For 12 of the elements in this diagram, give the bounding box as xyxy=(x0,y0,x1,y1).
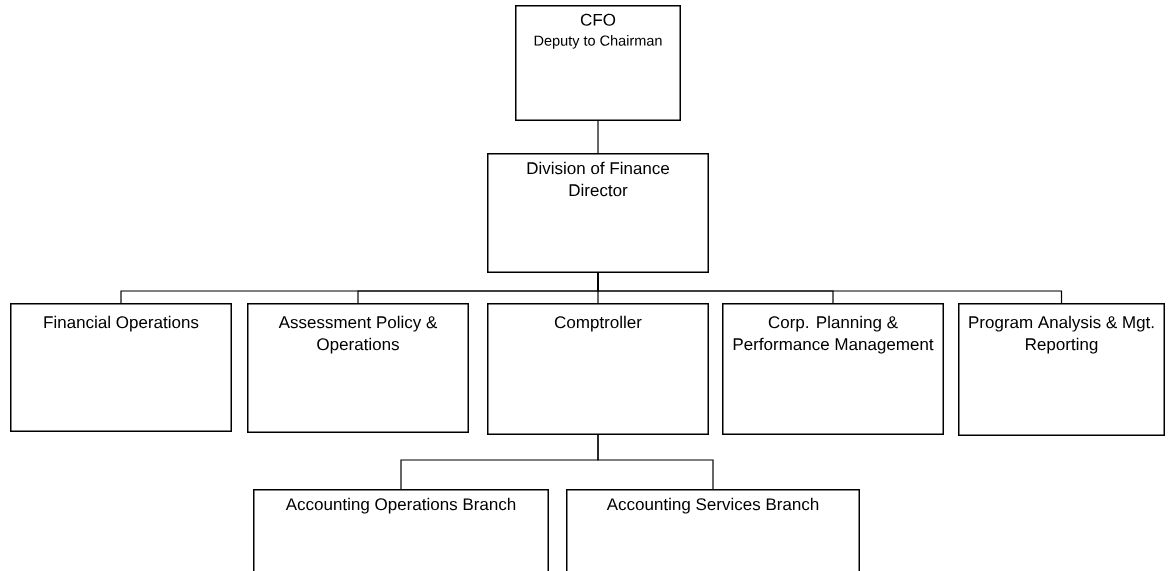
org-box: Corp. Planning & Performance Management xyxy=(722,303,944,435)
org-box: Division of Finance Director xyxy=(487,153,709,273)
org-box: CFO Deputy to Chairman xyxy=(515,5,681,121)
org-box: Accounting Operations Branch xyxy=(253,489,549,571)
connector-line xyxy=(597,434,714,490)
connector-line xyxy=(597,272,1063,304)
org-box: Financial Operations xyxy=(10,303,232,432)
org-box: Assessment Policy & Operations xyxy=(247,303,469,433)
org-box: Comptroller xyxy=(487,303,709,435)
org-box: Accounting Services Branch xyxy=(566,489,860,571)
connector-line xyxy=(597,120,599,154)
org-box: Program Analysis & Mgt. Reporting xyxy=(958,303,1165,436)
